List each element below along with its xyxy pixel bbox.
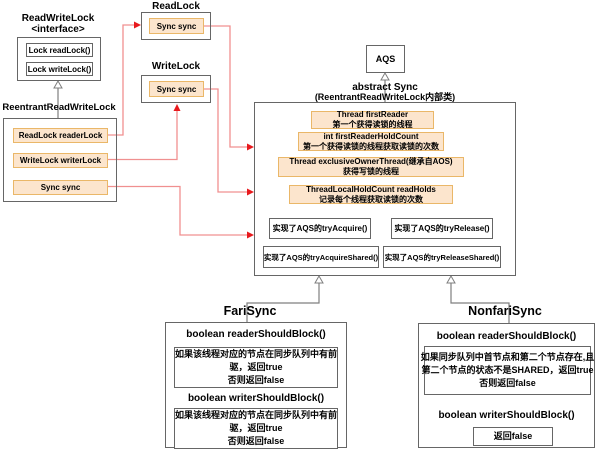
sync-field-firstreaderholdcount-desc: 第一个获得读锁的线程获取读锁的次数	[303, 141, 439, 151]
nonfarisync-reader-method: boolean readerShouldBlock()	[436, 331, 577, 342]
nonfarisync-reader-note: 如果同步队列中首节点和第二个节点存在,且 第二个节点的状态不是SHARED，返回…	[421, 346, 594, 395]
arrow-writelock-sync-to-abstract-sync	[203, 88, 247, 193]
readwritelock-method-readlock: Lock readLock()	[26, 43, 93, 57]
arrowhead-writelock-sync-to-abstract-sync	[247, 188, 254, 196]
nonfarisync-box: boolean readerShouldBlock() 如果同步队列中首节点和第…	[418, 323, 595, 448]
readlock-title: ReadLock	[152, 1, 200, 12]
farisync-writer-note: 如果该线程对应的节点在同步队列中有前 驱，返回true 否则返回false	[174, 408, 338, 449]
arrow-readerlock-to-readlock	[107, 24, 134, 136]
aqs-title: AQS	[375, 54, 396, 64]
sync-method-tryrelease: 实现了AQS的tryRelease()	[391, 218, 493, 239]
arrowhead-readlock-sync-to-abstract-sync	[247, 143, 254, 151]
triangle-sync-extends-aqs	[380, 71, 390, 81]
farisync-reader-method: boolean readerShouldBlock()	[186, 329, 326, 340]
arrowhead-writerlock-to-writelock	[173, 104, 181, 111]
sync-field-firstreaderholdcount: int firstReaderHoldCount 第一个获得读锁的线程获取读锁的…	[298, 132, 444, 151]
abstract-sync-title: abstract Sync (ReentrantReadWriteLock内部类…	[280, 82, 490, 103]
farisync-reader-note-line1: 如果该线程对应的节点在同步队列中有前	[175, 349, 338, 359]
farisync-writer-method: boolean writerShouldBlock()	[187, 393, 325, 404]
sync-field-firstreader-name: Thread firstReader	[336, 110, 409, 119]
farisync-box: boolean readerShouldBlock() 如果该线程对应的节点在同…	[165, 322, 347, 449]
readlock-field-sync: Sync sync	[149, 18, 204, 34]
triangle-farisync-extends-sync	[314, 274, 324, 284]
farisync-writer-note-line2: 驱，返回true	[229, 423, 283, 433]
readwritelock-stereotype: <interface>	[31, 24, 85, 35]
arrowhead-readerlock-to-readlock	[134, 21, 141, 29]
abstract-sync-title-name: abstract Sync	[352, 82, 418, 93]
farisync-reader-note-line3: 否则返回false	[227, 375, 285, 385]
farisync-reader-note-line2: 驱，返回true	[229, 362, 283, 372]
aqs-box: AQS	[366, 45, 405, 73]
readwritelock-title: ReadWriteLock <interface>	[8, 13, 108, 35]
nonfarisync-title: NonfariSync	[468, 304, 542, 318]
arrow-readlock-sync-to-abstract-sync	[203, 25, 247, 148]
nonfarisync-writer-note: 返回false	[473, 427, 553, 446]
arrow-rrwl-sync-to-abstract-sync	[107, 185, 247, 236]
sync-field-exclusiveownerthread-name: Thread exclusiveOwnerThread(继承自AOS)	[289, 157, 453, 166]
readlock-box: Sync sync	[141, 12, 211, 40]
writelock-field-sync: Sync sync	[149, 81, 204, 97]
rrwl-field-sync: Sync sync	[13, 180, 108, 195]
farisync-writer-note-line1: 如果该线程对应的节点在同步队列中有前	[175, 410, 338, 420]
sync-field-exclusiveownerthread: Thread exclusiveOwnerThread(继承自AOS) 获得写锁…	[278, 157, 464, 177]
sync-field-firstreader: Thread firstReader 第一个获得读锁的线程	[311, 110, 434, 129]
triangle-rrwl-extends-readwritelock	[53, 79, 63, 89]
triangle-nonfarisync-extends-sync	[446, 274, 456, 284]
nonfarisync-reader-note-line3: 否则返回false	[479, 378, 536, 388]
readwritelock-method-writelock: Lock writeLock()	[26, 62, 93, 76]
sync-field-firstreader-desc: 第一个获得读锁的线程	[332, 120, 413, 129]
writelock-title: WriteLock	[151, 61, 201, 72]
farisync-title: FariSync	[223, 304, 277, 318]
farisync-writer-note-line3: 否则返回false	[227, 436, 285, 446]
readwritelock-box: Lock readLock() Lock writeLock()	[17, 37, 101, 81]
line-nonfarisync-extends-sync	[450, 283, 510, 323]
rrwl-field-readerlock: ReadLock readerLock	[13, 128, 108, 143]
abstract-sync-title-subtitle: (ReentrantReadWriteLock内部类)	[314, 92, 456, 102]
nonfarisync-reader-note-line1: 如果同步队列中首节点和第二个节点存在,且	[420, 352, 595, 362]
farisync-reader-note: 如果该线程对应的节点在同步队列中有前 驱，返回true 否则返回false	[174, 347, 338, 388]
nonfarisync-writer-method: boolean writerShouldBlock()	[438, 410, 575, 421]
nonfarisync-reader-note-line2: 第二个节点的状态不是SHARED，返回true	[421, 365, 594, 375]
sync-field-readholds: ThreadLocalHoldCount readHolds 记录每个线程获取读…	[289, 185, 453, 204]
sync-field-readholds-name: ThreadLocalHoldCount readHolds	[306, 184, 436, 194]
sync-method-tryacquireshared: 实现了AQS的tryAcquireShared()	[263, 246, 379, 268]
line-farisync-extends-sync	[246, 283, 320, 322]
sync-method-tryacquire: 实现了AQS的tryAcquire()	[269, 218, 371, 239]
sync-field-exclusiveownerthread-desc: 获得写锁的线程	[343, 167, 399, 176]
sync-field-readholds-desc: 记录每个线程获取读锁的次数	[319, 194, 423, 204]
arrowhead-rrwl-sync-to-abstract-sync	[247, 231, 254, 239]
abstract-sync-box: Thread firstReader 第一个获得读锁的线程 int firstR…	[254, 102, 516, 276]
rrwl-box: ReadLock readerLock WriteLock writerLock…	[3, 118, 117, 202]
readwritelock-title-name: ReadWriteLock	[21, 13, 95, 24]
rrwl-field-writerlock: WriteLock writerLock	[13, 153, 108, 168]
sync-field-firstreaderholdcount-name: int firstReaderHoldCount	[323, 131, 419, 141]
arrow-writerlock-to-writelock	[107, 111, 178, 161]
writelock-box: Sync sync	[141, 75, 211, 103]
sync-method-tryreleaseshared: 实现了AQS的tryReleaseShared()	[383, 246, 501, 268]
rrwl-title: ReentrantReadWriteLock	[2, 102, 116, 113]
